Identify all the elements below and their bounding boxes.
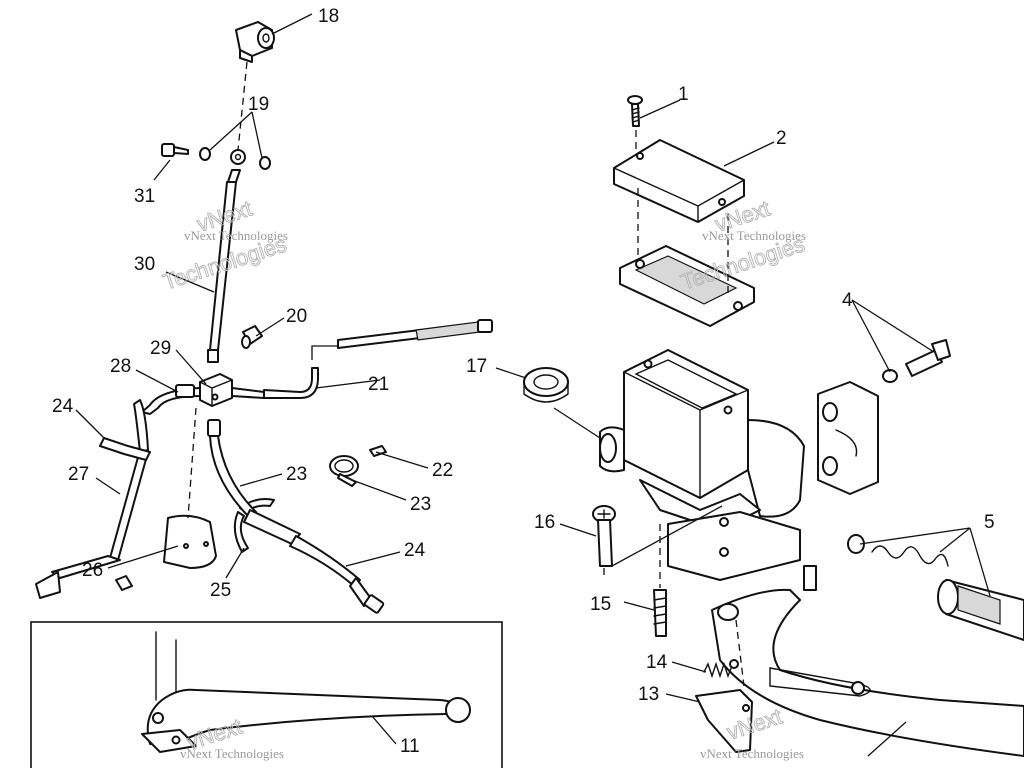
callout-14: 15 — [590, 594, 611, 615]
brake-hose-part-28 — [133, 384, 201, 453]
brake-hose-part-23-24 — [207, 419, 385, 614]
watermark-company: vNext Technologies — [180, 746, 284, 761]
callout-1: 1 — [678, 84, 689, 105]
callout-19: 20 — [286, 306, 307, 327]
adjuster-pad-part-12 — [695, 689, 753, 753]
callout-20: 21 — [368, 374, 389, 395]
elbow-fitting-part-17 — [235, 21, 275, 63]
brake-line-part-20 — [231, 319, 493, 399]
mounting-plate — [163, 514, 217, 569]
callout-24: 24 — [404, 540, 426, 561]
callout-31: 31 — [134, 186, 155, 207]
brake-line-assembly — [35, 21, 493, 614]
callout-26: 26 — [82, 560, 103, 581]
pivot-bolt-part-15 — [592, 505, 616, 567]
callout-16: 17 — [466, 356, 487, 377]
bolt-part-31 — [161, 143, 189, 157]
callout-2: 2 — [776, 128, 787, 149]
leader-lines-left — [75, 13, 429, 579]
brake-lever-part-11 — [711, 565, 1024, 757]
spring-part-13 — [703, 659, 739, 679]
clamp-screw-part-4 — [882, 339, 951, 383]
callout-25-upper: 24 — [52, 396, 74, 417]
watermark-company: vNext Technologies — [700, 746, 804, 761]
brake-hose-part-30 — [207, 169, 241, 363]
piston-spring-part-5 — [847, 534, 1024, 641]
leader-lines-right — [495, 99, 991, 757]
brake-hose-part-27 — [35, 449, 149, 599]
callout-23: 23 — [286, 464, 307, 485]
callout-4: 4 — [842, 290, 853, 311]
banjo-bolt-washers-part-18 — [199, 147, 271, 170]
callout-27: 27 — [68, 464, 89, 485]
callout-17: 18 — [318, 6, 339, 27]
callout-15: 16 — [534, 512, 555, 533]
watermark-company: vNext Technologies — [702, 228, 806, 243]
callout-13: 14 — [646, 652, 668, 673]
lever-detail-inset — [30, 621, 503, 768]
master-cylinder-body — [599, 349, 805, 581]
bolt-part-14 — [653, 589, 667, 637]
callout-28: 28 — [110, 356, 131, 377]
callout-numbers: 18 19 31 30 20 29 28 24 27 26 25 23 21 2… — [52, 6, 995, 757]
callout-29: 29 — [150, 338, 171, 359]
callout-25-lower: 25 — [210, 580, 231, 601]
callout-5: 5 — [984, 512, 995, 533]
callout-30: 30 — [134, 254, 155, 275]
reservoir-gasket — [619, 245, 755, 327]
screw-part-21 — [369, 445, 387, 457]
clamp-part-22 — [329, 455, 359, 487]
screw-part-1 — [627, 95, 643, 127]
reservoir-cover-part-2 — [613, 139, 745, 223]
callout-12: 13 — [638, 684, 659, 705]
watermark-company: vNext Technologies — [184, 228, 288, 243]
screw-part-26 — [115, 575, 133, 591]
callout-21: 22 — [432, 460, 453, 481]
hose-clip-part-25-upper — [99, 437, 151, 461]
callout-22: 23 — [410, 494, 431, 515]
watermark-bottom-right: vNext vNext Technologies — [700, 703, 804, 761]
callout-18: 19 — [248, 94, 269, 115]
callout-11: 11 — [400, 736, 420, 757]
washer-part-16 — [523, 367, 569, 403]
junction-block-part-29 — [199, 373, 233, 407]
master-cylinder-assembly — [523, 95, 1024, 757]
fitting-part-19 — [241, 325, 263, 349]
handlebar-clamp-part-4 — [817, 381, 879, 495]
